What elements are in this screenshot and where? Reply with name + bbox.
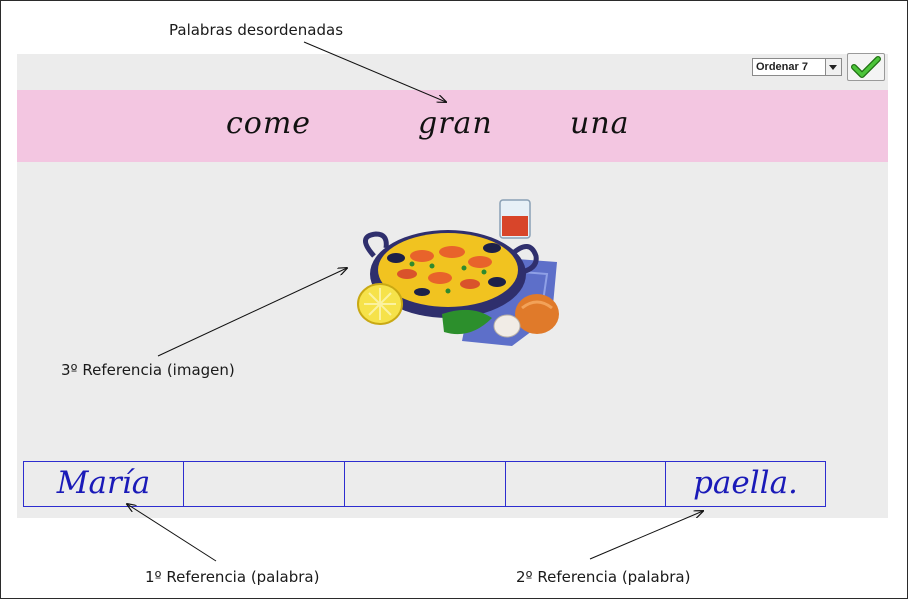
annotation-top: Palabras desordenadas [169,21,344,39]
answer-slot[interactable]: María [23,461,184,507]
arrow-to-last-slot [589,511,703,560]
answer-slot-text: María [56,465,151,501]
check-button[interactable] [847,53,885,81]
order-select[interactable]: Ordenar 7 [752,58,842,76]
annotation-first-ref: 1º Referencia (palabra) [145,568,320,586]
word-tile[interactable]: come [226,106,312,141]
order-select-value: Ordenar 7 [756,61,808,73]
word-tile[interactable]: una [570,106,630,141]
check-icon [851,56,881,78]
arrow-to-image [157,268,347,357]
annotation-image-ref: 3º Referencia (imagen) [61,361,235,379]
scrambled-words-band [17,90,888,162]
arrow-to-first-slot [127,504,217,562]
chevron-down-icon[interactable] [825,59,841,75]
answer-slot[interactable]: paella. [665,461,826,507]
word-tile[interactable]: gran [418,106,493,141]
answer-slot-text: paella. [693,465,798,501]
paella-icon [357,199,559,346]
annotation-second-ref: 2º Referencia (palabra) [516,568,691,586]
arrow-to-words [303,41,446,102]
